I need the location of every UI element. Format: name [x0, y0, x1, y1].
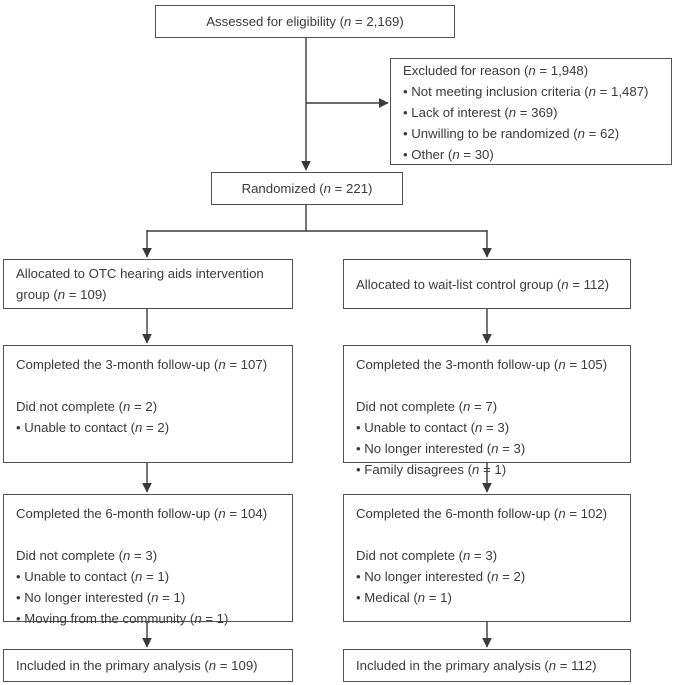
- allocated-intervention-box: Allocated to OTC hearing aids interventi…: [3, 259, 293, 309]
- followup3-intervention-line: • Unable to contact (n = 2): [16, 420, 170, 435]
- followup3-control-line: • Family disagrees (n = 1): [356, 462, 507, 477]
- allocated-intervention-label: Allocated to OTC hearing aids interventi…: [16, 266, 264, 302]
- followup6-intervention-line: [16, 524, 280, 545]
- followup6-control-line: [356, 524, 618, 545]
- analysis-control-label: Included in the primary analysis (n = 11…: [356, 658, 597, 673]
- randomized-label: Randomized (n = 221): [241, 181, 373, 196]
- followup6-intervention-line: Did not complete (n = 3): [16, 548, 158, 563]
- excluded-line: Excluded for reason (n = 1,948): [403, 63, 589, 78]
- excluded-line: • Other (n = 30): [403, 147, 494, 162]
- followup6-intervention-line: • Moving from the community (n = 1): [16, 611, 229, 626]
- randomized-box: Randomized (n = 221): [211, 172, 403, 205]
- followup3-control-box: Completed the 3-month follow-up (n = 105…: [343, 345, 631, 477]
- followup6-intervention-line: • No longer interested (n = 1): [16, 590, 186, 605]
- assessed-label: Assessed for eligibility (n = 2,169): [206, 14, 404, 29]
- followup6-control-line: • No longer interested (n = 2): [356, 569, 526, 584]
- allocated-control-box: Allocated to wait-list control group (n …: [343, 259, 631, 309]
- followup3-control-line: Did not complete (n = 7): [356, 399, 498, 414]
- analysis-intervention-box: Included in the primary analysis (n = 10…: [3, 649, 293, 682]
- followup6-control-line: Did not complete (n = 3): [356, 548, 498, 563]
- followup6-control-line: • Medical (n = 1): [356, 590, 452, 605]
- followup3-intervention-box: Completed the 3-month follow-up (n = 107…: [3, 345, 293, 463]
- followup6-control-line: Completed the 6-month follow-up (n = 102…: [356, 506, 608, 521]
- excluded-line: • Lack of interest (n = 369): [403, 105, 558, 120]
- excluded-box: Excluded for reason (n = 1,948) • Not me…: [390, 58, 672, 165]
- followup6-intervention-line: Completed the 6-month follow-up (n = 104…: [16, 506, 268, 521]
- excluded-line: • Not meeting inclusion criteria (n = 1,…: [403, 84, 649, 99]
- followup3-control-line: • Unable to contact (n = 3): [356, 420, 510, 435]
- followup3-intervention-line: Completed the 3-month follow-up (n = 107…: [16, 357, 268, 372]
- followup6-intervention-box: Completed the 6-month follow-up (n = 104…: [3, 494, 293, 626]
- analysis-intervention-label: Included in the primary analysis (n = 10…: [16, 658, 258, 673]
- followup6-control-box: Completed the 6-month follow-up (n = 102…: [343, 494, 631, 622]
- analysis-control-box: Included in the primary analysis (n = 11…: [343, 649, 631, 682]
- followup6-intervention-line: • Unable to contact (n = 1): [16, 569, 170, 584]
- allocated-control-label: Allocated to wait-list control group (n …: [356, 276, 610, 292]
- followup3-control-line: • No longer interested (n = 3): [356, 441, 526, 456]
- followup3-intervention-line: Did not complete (n = 2): [16, 399, 158, 414]
- followup3-intervention-line: [16, 375, 280, 396]
- excluded-line: • Unwilling to be randomized (n = 62): [403, 126, 620, 141]
- assessed-box: Assessed for eligibility (n = 2,169): [155, 5, 455, 38]
- followup3-control-line: Completed the 3-month follow-up (n = 105…: [356, 357, 608, 372]
- followup3-control-line: [356, 375, 618, 396]
